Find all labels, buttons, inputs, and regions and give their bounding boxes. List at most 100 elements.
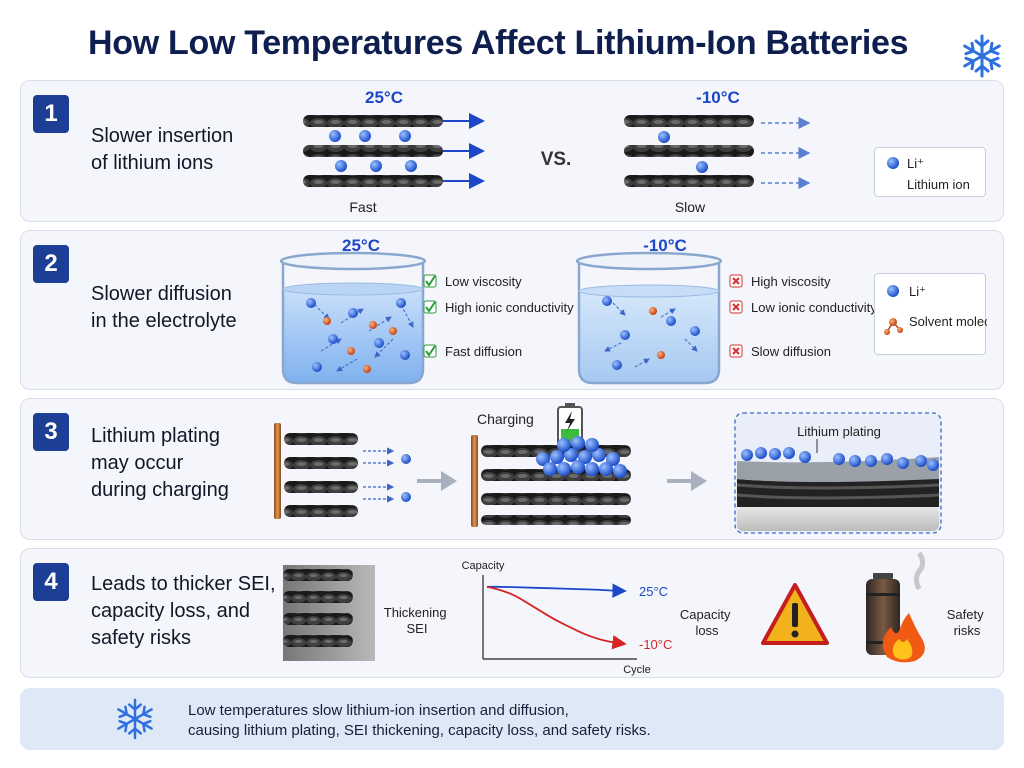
section-insertion: 1 Slower insertion of lithium ions 25°C … [20,80,1004,222]
series-label-minus10c: -10°C [639,637,672,652]
insertion-illustration: 25°C -10°C Fast VS. [303,88,811,215]
ions-cold [602,296,700,370]
graphite-layers-cold [624,115,754,187]
heading-line: Slower diffusion [91,283,232,305]
heading-line: capacity loss, and [91,600,250,622]
snowflake-icon [963,34,1001,78]
check-icon [425,301,436,313]
beaker-cold [575,251,723,385]
lithium-ions-cold [658,131,708,173]
capacity-chart: Capacity Cycle 25°C -10°C [462,560,673,676]
summary-line: causing lithium plating, SEI thickening,… [188,722,651,739]
plated-lithium-cluster [536,436,627,478]
legend-ion-label: Lithium ion [907,177,970,192]
heading-line: may occur [91,452,184,474]
heading-line: in the electrolyte [91,310,237,332]
section-number: 1 [33,95,69,133]
anode-stage-charging [471,435,631,527]
summary-banner: Low temperatures slow lithium-ion insert… [20,688,1004,750]
heading-line: Slower insertion [91,125,234,147]
section-number: 3 [33,413,69,451]
temp-label-cold: -10°C [696,88,740,107]
sei-layer-illustration [283,565,375,661]
check-icon [425,275,436,287]
sei-label-line: SEI [407,621,428,636]
safety-label: Safety risks [947,607,987,638]
battery-fire-icon [866,551,926,663]
plating-closeup: Lithium plating [734,412,942,534]
check-icon [425,345,436,357]
lithium-ions-warm [329,130,417,172]
section-heading: Leads to thicker SEI, capacity loss, and… [91,571,276,652]
y-axis-label: Capacity [462,560,505,572]
legend-solvent-label: Solvent molecule [909,314,987,329]
section-consequences: 4 Leads to thicker SEI, capacity loss, a… [20,548,1004,678]
plating-label: Lithium plating [797,424,881,439]
progress-arrow [417,471,457,491]
temp-label-warm: 25°C [365,88,403,107]
cross-icon [732,277,740,285]
ion-legend-icon [887,285,899,297]
smoke-icon [913,551,926,591]
solvent-molecule-icon [884,318,903,335]
copper-collector [274,423,281,519]
section-heading: Slower insertion of lithium ions [91,123,233,177]
solvent-warm [323,317,397,373]
fast-arrows [443,113,485,189]
slow-caption: Slow [675,199,706,215]
temp-label-cold: -10°C [643,236,687,255]
con-item: High viscosity [751,274,831,289]
solvent-cold [649,307,665,359]
summary-line: Low temperatures slow lithium-ion insert… [188,702,569,719]
page-title: How Low Temperatures Affect Lithium-Ion … [88,24,909,62]
temp-label-warm: 25°C [342,236,380,255]
plating-illustration: Charging [274,403,942,534]
anode-stage-before [274,423,411,519]
legend-molecules: Li⁺ Solvent molecule [874,273,1008,355]
progress-arrow [667,471,707,491]
consequences-illustration: Thickening SEI Capacity Cycle 25°C -10°C… [283,551,987,676]
vs-label: VS. [541,149,572,170]
safety-label-line: Safety [947,607,984,622]
fire-icon [882,613,925,663]
pro-item: Fast diffusion [445,344,522,359]
charging-label: Charging [477,411,534,427]
series-line-minus10c [486,585,627,650]
series-label-25c: 25°C [639,584,668,599]
con-item: Low ionic conductivity [751,300,877,315]
graphite-layers-warm [303,115,443,187]
snowflake-icon [117,698,153,740]
ions-warm [306,298,410,372]
summary-text: Low temperatures slow lithium-ion insert… [188,701,651,741]
heading-line: Leads to thicker SEI, [91,573,276,595]
ion-legend-icon [887,157,899,169]
con-item: Slow diffusion [751,344,831,359]
title-row: How Low Temperatures Affect Lithium-Ion … [0,18,1024,78]
copper-collector [471,435,478,527]
legend-ion-symbol: Li⁺ [907,156,924,171]
x-axis-label: Cycle [623,664,651,676]
cross-icon [732,347,740,355]
legend-ion-symbol: Li⁺ [909,284,926,299]
heading-line: safety risks [91,627,192,649]
heading-line: Lithium plating [91,425,220,447]
warning-icon [761,583,829,645]
section-number: 2 [33,245,69,283]
legend-lithium-ion: Li⁺ Lithium ion [874,147,986,197]
pro-item: High ionic conductivity [445,300,574,315]
beaker-warm [279,251,427,385]
capacity-loss-label: Capacity loss [680,607,734,638]
pro-item: Low viscosity [445,274,522,289]
capacity-loss-line: loss [695,623,719,638]
molecules-warm [310,300,414,372]
section-number: 4 [33,563,69,601]
cross-icon [732,303,740,311]
molecules-cold [604,302,698,368]
heading-line: of lithium ions [91,152,214,174]
cons-list: High viscosity Low ionic conductivity Sl… [729,274,877,359]
capacity-loss-line: Capacity [680,607,731,622]
sei-label-line: Thickening [384,605,447,620]
safety-label-line: risks [954,623,981,638]
diffusion-illustration: 25°C -10°C [279,236,877,385]
pros-list: Low viscosity High ionic conductivity Fa… [423,274,574,359]
